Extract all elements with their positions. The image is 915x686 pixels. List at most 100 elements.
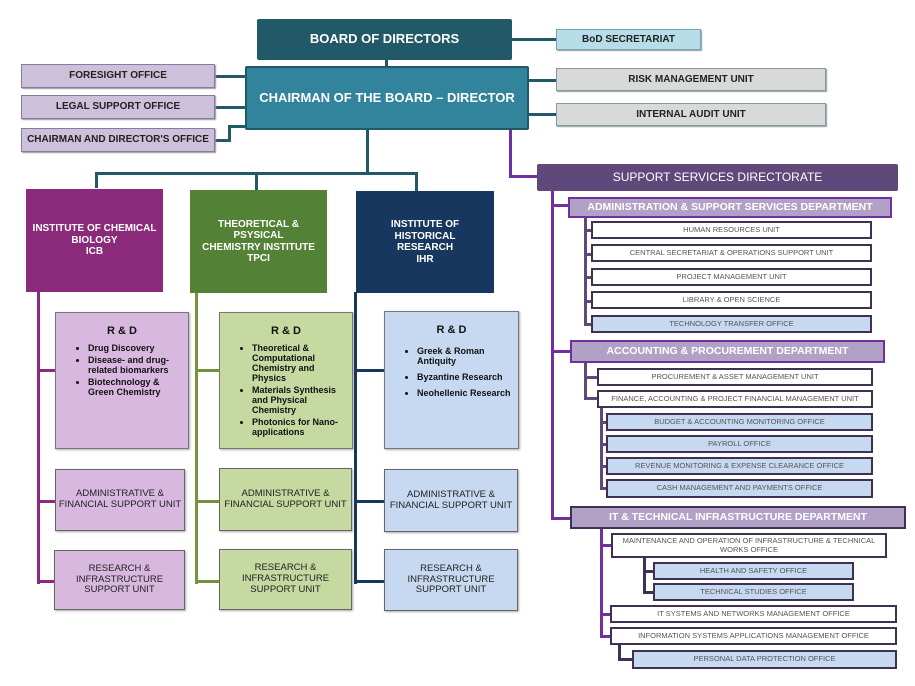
institute-name-line: INSTITUTE OF CHEMICAL <box>32 223 157 235</box>
connector <box>600 544 612 547</box>
connector <box>618 658 634 661</box>
research-infrastructure-unit-icb: RESEARCH & INFRASTRUCTURE SUPPORT UNIT <box>54 550 185 610</box>
rd-item: Greek & Roman Antiquity <box>417 346 512 366</box>
acct-unit: FINANCE, ACCOUNTING & PROJECT FINANCIAL … <box>597 390 873 408</box>
connector <box>509 175 538 178</box>
connector <box>354 500 384 503</box>
connector <box>551 517 571 520</box>
connector <box>600 421 608 424</box>
finance-office: PAYROLL OFFICE <box>606 435 873 453</box>
connector <box>37 500 55 503</box>
rd-box-icb: R & D Drug Discovery Disease- and drug-r… <box>55 312 189 449</box>
connector <box>584 397 598 400</box>
support-services-directorate: SUPPORT SERVICES DIRECTORATE <box>537 164 898 191</box>
connector <box>95 172 98 188</box>
finance-office: BUDGET & ACCOUNTING MONITORING OFFICE <box>606 413 873 431</box>
institute-abbr: IHR <box>416 253 434 265</box>
info-systems-office: INFORMATION SYSTEMS APPLICATIONS MANAGEM… <box>610 627 897 645</box>
rd-title: R & D <box>436 324 467 336</box>
connector <box>643 570 655 573</box>
rd-box-ihr: R & D Greek & Roman Antiquity Byzantine … <box>384 311 519 449</box>
connector <box>600 443 608 446</box>
admin-unit: HUMAN RESOURCES UNIT <box>591 221 872 239</box>
connector <box>643 557 646 593</box>
institute-name-line: BIOLOGY <box>71 234 118 246</box>
connector <box>584 362 587 399</box>
rd-item: Neohellenic Research <box>417 388 512 398</box>
chairman-director: CHAIRMAN OF THE BOARD – DIRECTOR <box>245 66 529 130</box>
connector <box>215 106 247 109</box>
admin-unit: PROJECT MANAGEMENT UNIT <box>591 268 872 286</box>
rd-list: Drug Discovery Disease- and drug-related… <box>62 343 182 397</box>
connector <box>551 189 554 520</box>
connector <box>215 75 247 78</box>
connector <box>195 369 219 372</box>
rd-list: Greek & Roman Antiquity Byzantine Resear… <box>391 346 512 398</box>
rd-item: Theoretical & Computational Chemistry an… <box>252 343 346 383</box>
finance-office: REVENUE MONITORING & EXPENSE CLEARANCE O… <box>606 457 873 475</box>
risk-management-unit: RISK MANAGEMENT UNIT <box>556 68 826 91</box>
admin-unit: CENTRAL SECRETARIAT & OPERATIONS SUPPORT… <box>591 244 872 262</box>
admin-financial-unit-tpci: ADMINISTRATIVE & FINANCIAL SUPPORT UNIT <box>219 468 352 531</box>
rd-item: Biotechnology & Green Chemistry <box>88 377 182 397</box>
rd-item: Photonics for Nano-applications <box>252 417 346 437</box>
connector <box>228 125 231 141</box>
connector <box>354 369 384 372</box>
connector <box>584 376 598 379</box>
chairman-director-office: CHAIRMAN AND DIRECTOR'S OFFICE <box>21 128 215 152</box>
connector <box>584 229 592 232</box>
admin-unit: LIBRARY & OPEN SCIENCE <box>591 291 872 309</box>
connector <box>600 465 608 468</box>
institute-name-line: RESEARCH <box>396 242 454 253</box>
admin-financial-unit-ihr: ADMINISTRATIVE & FINANCIAL SUPPORT UNIT <box>384 469 518 532</box>
connector <box>195 500 219 503</box>
maintenance-sub-office: TECHNICAL STUDIES OFFICE <box>653 583 854 601</box>
rd-title: R & D <box>107 325 137 337</box>
connector <box>37 580 55 583</box>
connector <box>584 276 592 279</box>
connector <box>551 204 571 207</box>
connector <box>584 253 592 256</box>
bod-secretariat: BoD SECRETARIAT <box>556 29 701 50</box>
finance-office: CASH MANAGEMENT AND PAYMENTS OFFICE <box>606 479 873 498</box>
connector <box>527 113 556 116</box>
accounting-procurement-department: ACCOUNTING & PROCUREMENT DEPARTMENT <box>570 340 885 363</box>
personal-data-protection-office: PERSONAL DATA PROTECTION OFFICE <box>632 650 897 669</box>
legal-support-office: LEGAL SUPPORT OFFICE <box>21 95 215 119</box>
acct-unit: PROCUREMENT & ASSET MANAGEMENT UNIT <box>597 368 873 386</box>
connector <box>600 528 603 638</box>
admin-unit: TECHNOLOGY TRANSFER OFFICE <box>591 315 872 333</box>
rd-title: R & D <box>271 325 301 337</box>
connector <box>600 613 612 616</box>
connector <box>354 292 357 584</box>
institute-name-line: THEORETICAL & PSYSICAL <box>218 218 299 242</box>
maintenance-office: MAINTENANCE AND OPERATION OF INFRASTRUCT… <box>611 533 887 558</box>
admin-financial-unit-icb: ADMINISTRATIVE & FINANCIAL SUPPORT UNIT <box>55 469 185 531</box>
connector <box>215 139 231 142</box>
connector <box>600 635 612 638</box>
connector <box>255 172 258 190</box>
rd-item: Byzantine Research <box>417 372 512 382</box>
connector <box>512 38 556 41</box>
connector <box>509 129 512 177</box>
admin-support-department: ADMINISTRATION & SUPPORT SERVICES DEPART… <box>568 197 892 218</box>
connector <box>600 408 603 489</box>
connector <box>385 58 388 68</box>
connector <box>366 129 369 173</box>
research-infrastructure-unit-tpci: RESEARCH & INFRASTRUCTURE SUPPORT UNIT <box>219 549 352 610</box>
research-infrastructure-unit-ihr: RESEARCH & INFRASTRUCTURE SUPPORT UNIT <box>384 549 518 611</box>
connector <box>415 172 418 191</box>
institute-name-line: CHEMISTRY INSTITUTE <box>202 241 315 253</box>
foresight-office: FORESIGHT OFFICE <box>21 64 215 88</box>
board-of-directors: BOARD OF DIRECTORS <box>257 19 512 60</box>
connector <box>228 125 247 128</box>
institute-abbr: TPCI <box>247 253 270 264</box>
connector <box>37 369 55 372</box>
rd-list: Theoretical & Computational Chemistry an… <box>226 343 346 437</box>
connector <box>618 644 621 660</box>
connector <box>584 217 587 326</box>
connector <box>527 79 556 82</box>
